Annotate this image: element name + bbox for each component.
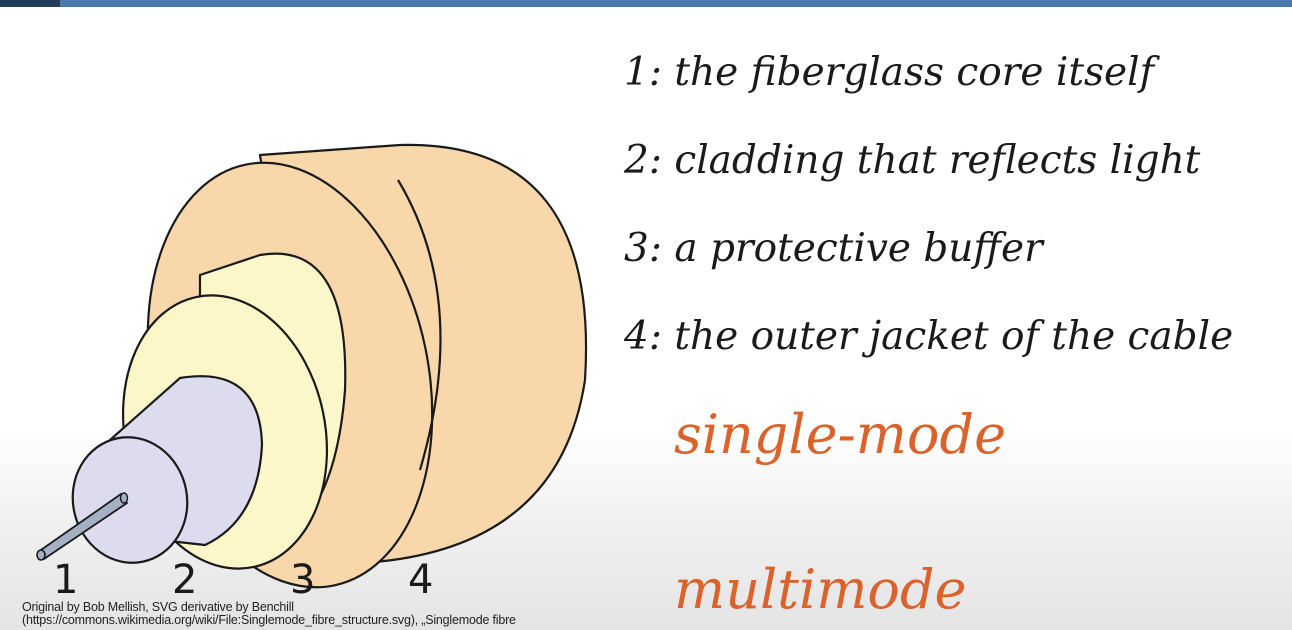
core-rod-tip [36,549,46,561]
legend-item-core: 1: the fiberglass core itself [624,50,1155,95]
layer-number-1: 1 [53,557,79,603]
legend-item-cladding: 2: cladding that reflects light [624,138,1201,183]
legend-item-buffer: 3: a protective buffer [624,226,1043,271]
layer-number-4: 4 [408,557,434,603]
top-bar [0,0,1292,7]
credit-line-1: Original by Bob Mellish, SVG derivative … [22,600,294,614]
credit-line-2: (https://commons.wikimedia.org/wiki/File… [22,613,516,627]
layer-number-2: 2 [172,557,198,603]
core-layer [36,492,129,561]
legend-item-jacket: 4: the outer jacket of the cable [624,314,1234,359]
top-bar-tab [0,0,60,7]
multimode-label: multimode [674,558,967,621]
image-credit: Original by Bob Mellish, SVG derivative … [22,601,622,627]
fiber-structure-diagram: 1 2 3 4 Original by Bob Mellish, SVG der… [0,0,620,630]
cladding-layer [71,375,264,564]
cladding-face [71,436,189,564]
single-mode-label: single-mode [674,403,1007,466]
core-rod-end [119,492,129,504]
fiber-cross-section-svg [36,143,588,589]
jacket-face-edge [397,179,442,471]
layer-number-3: 3 [290,557,316,603]
